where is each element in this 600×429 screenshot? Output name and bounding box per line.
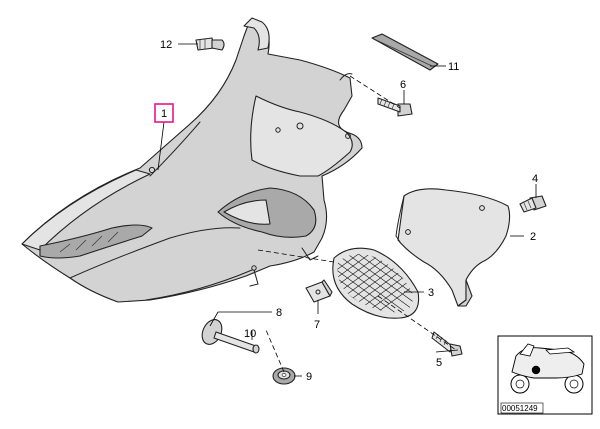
callout-9: 9	[306, 371, 312, 383]
screw-6	[377, 97, 413, 117]
push-clip-12	[195, 37, 225, 51]
motorcycle-icon	[510, 343, 585, 394]
callout-labels: 1 2 3 4 5 6 7 8 9 10 11 12	[154, 39, 538, 383]
rivet-10	[201, 319, 260, 354]
callout-5: 5	[436, 357, 442, 369]
callout-8: 8	[276, 307, 282, 319]
side-fairing-panel	[21, 17, 363, 303]
callout-4: 4	[532, 173, 538, 185]
callout-1: 1	[161, 108, 167, 120]
callout-1-highlight-box	[154, 103, 174, 123]
location-thumbnail: 00051249	[497, 335, 593, 415]
callout-6: 6	[400, 79, 406, 91]
callout-10: 10	[244, 328, 256, 340]
mesh-grille-3	[332, 247, 420, 319]
foam-strip-11	[371, 33, 439, 71]
thumbnail-code: 00051249	[502, 404, 538, 413]
cover-panel-2	[395, 188, 511, 307]
bolt-4	[519, 195, 547, 213]
leader-lines	[157, 43, 537, 377]
grommet-9	[272, 367, 296, 385]
clip-nut-7	[305, 279, 333, 303]
callout-7: 7	[314, 319, 320, 331]
callout-3: 3	[428, 287, 434, 299]
callout-2: 2	[530, 231, 536, 243]
callout-11: 11	[448, 61, 459, 73]
callout-12: 12	[160, 39, 172, 51]
